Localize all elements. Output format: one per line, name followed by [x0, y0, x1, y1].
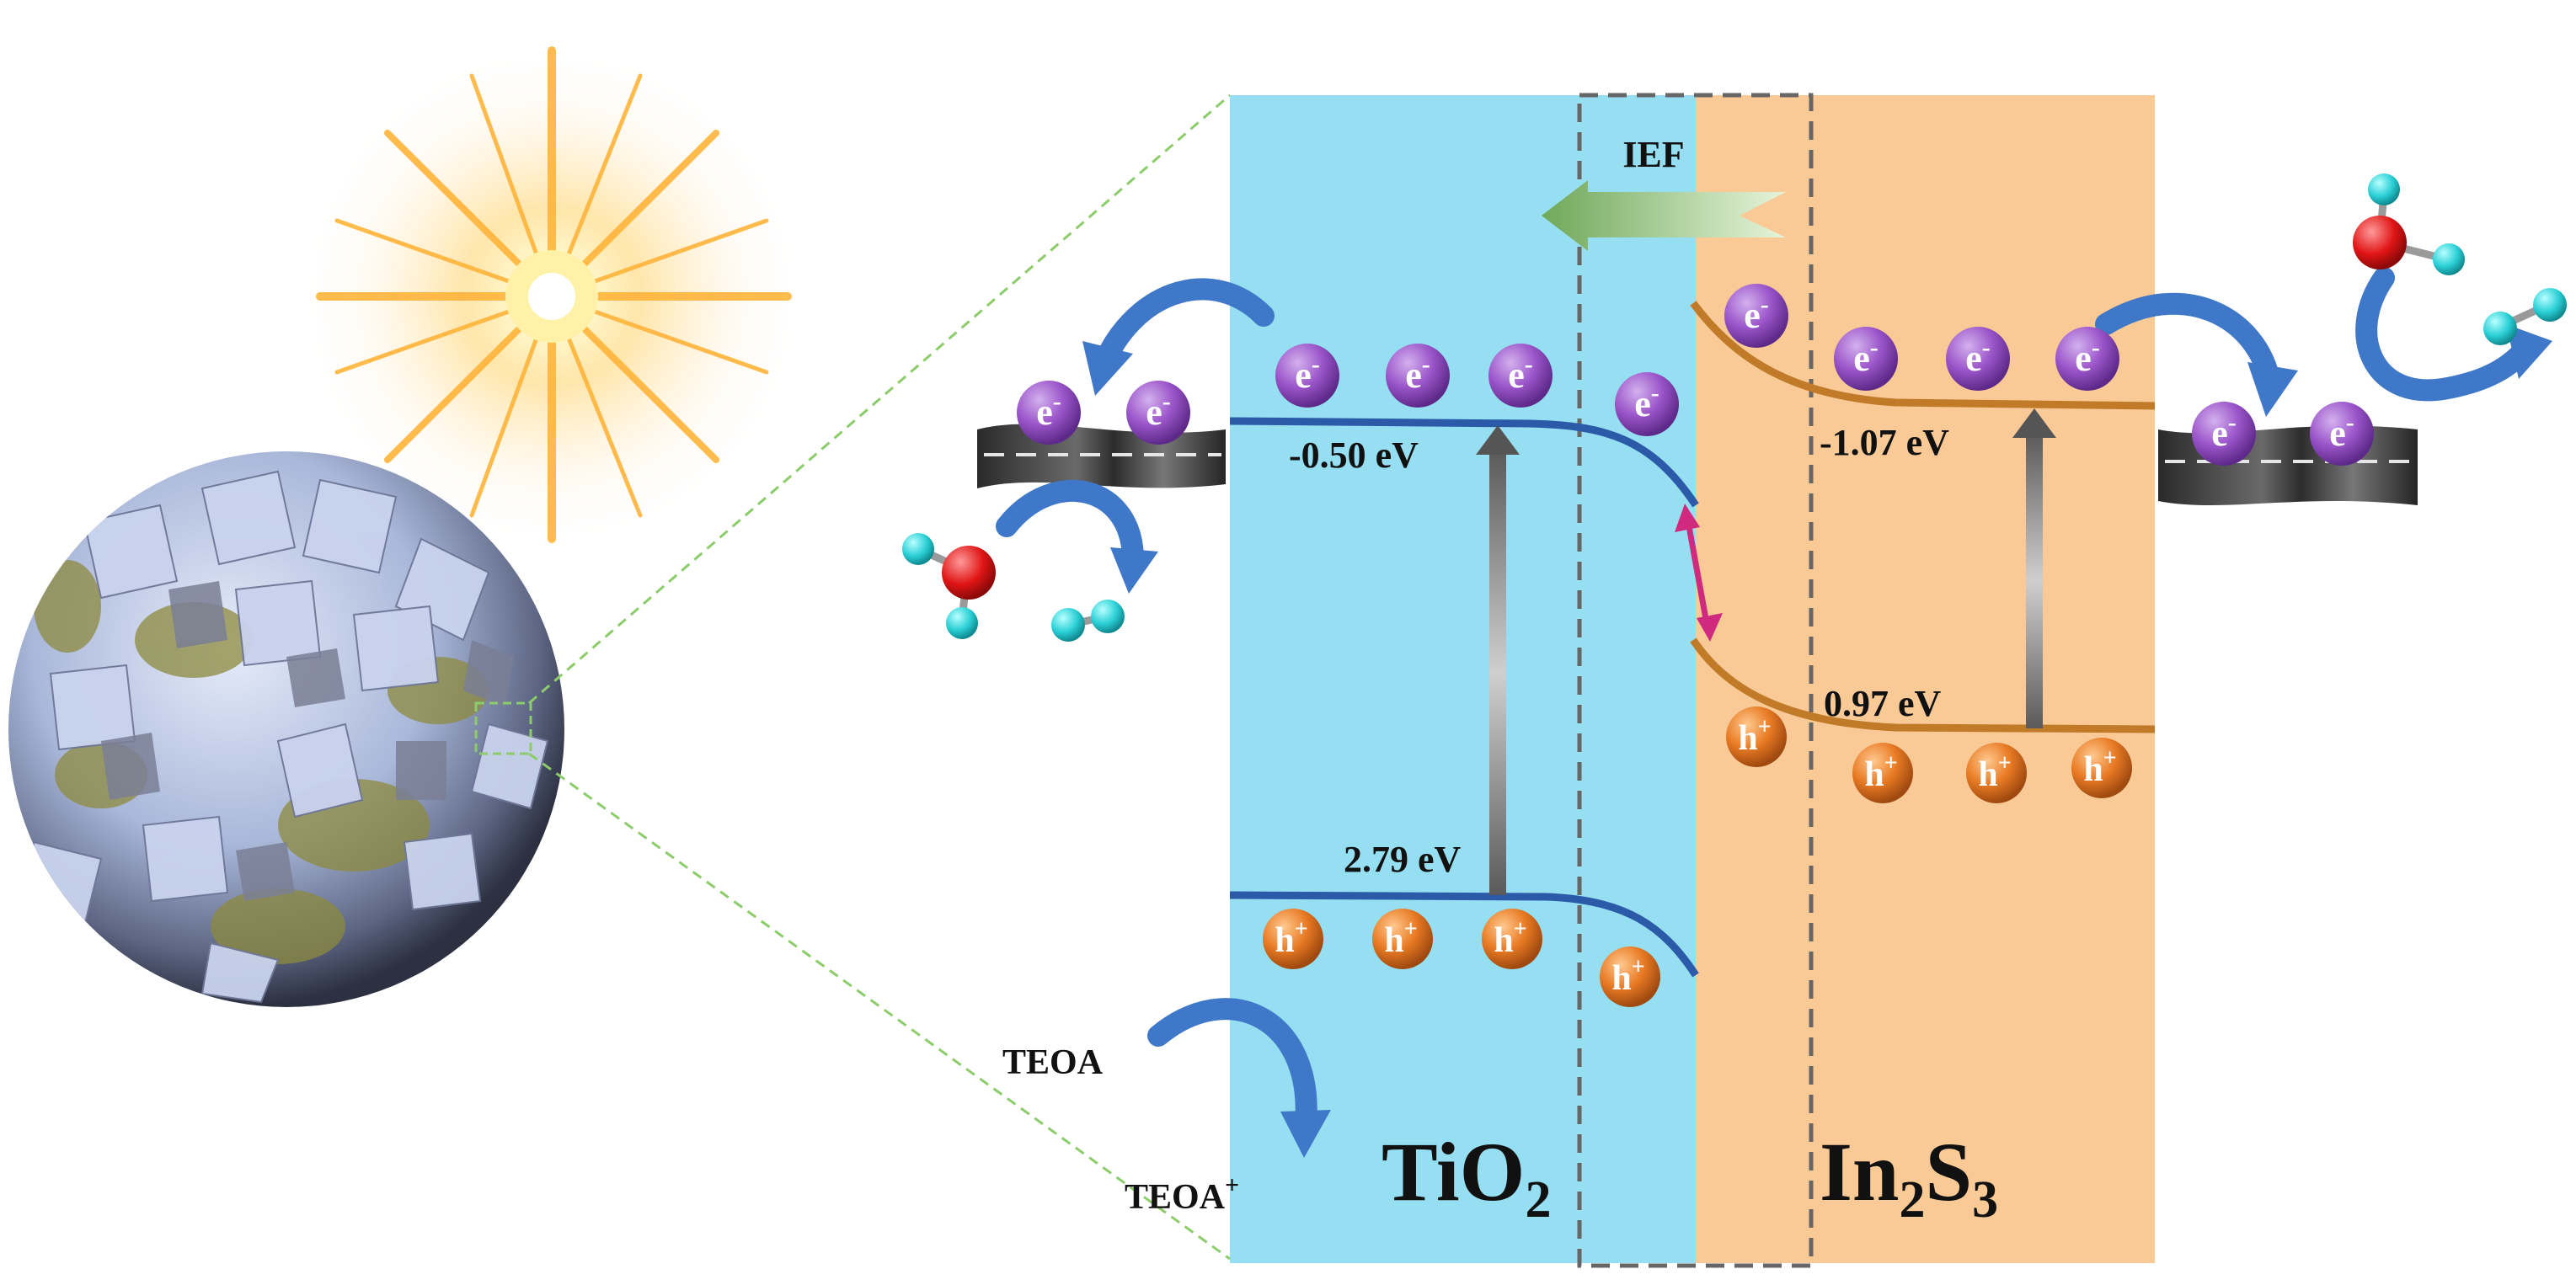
svg-text:h+: h+: [1384, 916, 1417, 960]
in2s3-material-label: In2S3: [1820, 1125, 1998, 1229]
electron: e-: [1724, 284, 1788, 348]
svg-text:h+: h+: [1864, 750, 1897, 794]
svg-text:h+: h+: [1978, 750, 2011, 794]
core-shell-sphere: [8, 451, 564, 1007]
zoom-selection-box: [474, 701, 532, 755]
in2s3-vb-energy: 0.97 eV: [1824, 683, 1942, 724]
ief-arrow: [1542, 180, 1786, 251]
in2s3-excitation-arrow: [2012, 408, 2056, 728]
water-molecule-right: [2353, 173, 2465, 275]
right-transfer-curve-arrow: [2095, 292, 2281, 394]
electron: e-: [2310, 402, 2374, 466]
hole: h+: [1966, 743, 2027, 803]
svg-text:e-: e-: [1146, 387, 1171, 433]
zoom-line-bottom: [528, 752, 1231, 1261]
electron: e-: [1386, 344, 1450, 408]
in2s3-cb-energy: -1.07 eV: [1820, 422, 1949, 463]
tio2-vb-energy: 2.79 eV: [1344, 839, 1462, 880]
hole: h+: [2071, 738, 2132, 798]
interface-transfer-arrow: [1675, 504, 1723, 642]
tio2-excitation-arrow: [1476, 425, 1520, 895]
tio2-material-label: TiO2: [1382, 1125, 1551, 1229]
hole: h+: [1482, 909, 1542, 969]
h2-molecule-right: [2483, 288, 2567, 345]
svg-text:e-: e-: [2329, 408, 2354, 454]
svg-text:e-: e-: [2211, 408, 2237, 454]
svg-text:e-: e-: [1965, 333, 1991, 379]
electron: e-: [2055, 327, 2119, 391]
in2s3-valence-band: [1690, 637, 2156, 733]
electron: e-: [1126, 381, 1190, 445]
hole: h+: [1726, 706, 1787, 767]
zoom-line-top: [528, 93, 1231, 705]
ief-label: IEF: [1622, 134, 1684, 175]
in2s3-region: [1696, 95, 2155, 1263]
tio2-conduction-band: [1229, 417, 1699, 508]
svg-text:e-: e-: [1295, 350, 1320, 396]
teoa-oxidation-arrow: [1147, 998, 1317, 1135]
svg-text:e-: e-: [1744, 291, 1769, 336]
svg-text:e-: e-: [2075, 333, 2100, 379]
sun-icon: [299, 44, 804, 549]
interface-region-box: [1577, 93, 1814, 1268]
teoa-label: TEOA: [1002, 1043, 1104, 1082]
left-h2-evolution-arrow: [996, 479, 1144, 571]
svg-text:h+: h+: [1275, 916, 1307, 960]
electron: e-: [1017, 381, 1081, 445]
h2-molecule-left: [1051, 600, 1125, 642]
in2s3-conduction-band: [1690, 301, 2156, 410]
tio2-cb-energy: -0.50 eV: [1289, 435, 1419, 476]
left-transfer-curve-arrow: [1094, 278, 1275, 371]
hole: h+: [1600, 946, 1660, 1007]
hole: h+: [1852, 743, 1913, 803]
svg-text:e-: e-: [1405, 350, 1430, 396]
hole: h+: [1372, 909, 1433, 969]
hole: h+: [1263, 909, 1323, 969]
svg-text:e-: e-: [1634, 379, 1659, 424]
teoa-plus-label: TEOA+: [1125, 1171, 1239, 1217]
electron: e-: [1615, 372, 1679, 436]
svg-text:h+: h+: [1494, 916, 1526, 960]
tio2-valence-band: [1229, 891, 1699, 978]
svg-text:h+: h+: [1611, 954, 1644, 998]
electron: e-: [1275, 344, 1339, 408]
water-molecule-left: [902, 533, 996, 639]
svg-text:e-: e-: [1036, 387, 1061, 433]
svg-text:e-: e-: [1508, 350, 1533, 396]
right-h2-evolution-arrow: [2355, 267, 2538, 402]
svg-text:e-: e-: [1853, 333, 1879, 379]
electron: e-: [1488, 344, 1553, 408]
electron: e-: [1946, 327, 2010, 391]
electron: e-: [1834, 327, 1898, 391]
electron: e-: [2192, 402, 2256, 466]
svg-text:h+: h+: [2083, 745, 2116, 789]
svg-text:h+: h+: [1738, 714, 1771, 758]
